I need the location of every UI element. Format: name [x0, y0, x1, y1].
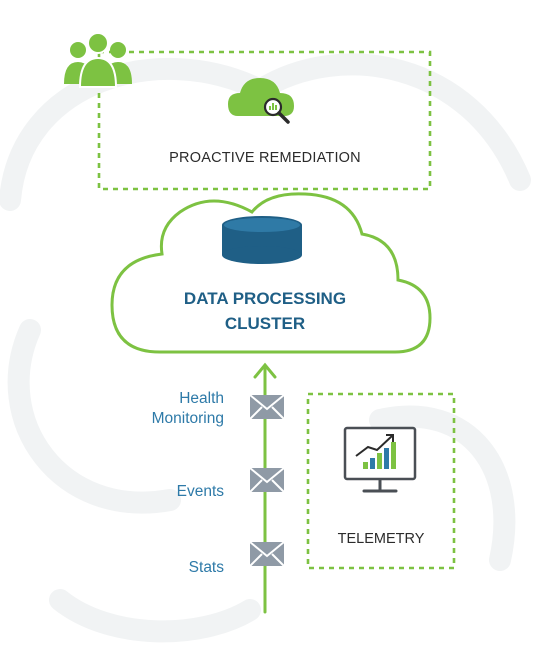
cluster-label: DATA PROCESSING CLUSTER [170, 286, 360, 336]
cluster-label-line1: DATA PROCESSING [183, 289, 347, 308]
remediation-box [97, 50, 432, 191]
cluster-cloud [110, 192, 432, 354]
users-icon [64, 32, 132, 88]
cloud-search-icon [228, 78, 294, 124]
envelope-icon [249, 394, 285, 420]
envelope-icon [249, 467, 285, 493]
monitor-chart-icon [343, 426, 417, 493]
telemetry-box [306, 392, 456, 570]
envelope-icon [249, 541, 285, 567]
health-label-line2: Monitoring [151, 410, 224, 427]
cluster-label-line2: CLUSTER [224, 314, 306, 333]
health-label-line1: Health [179, 390, 224, 407]
stats-label: Stats [188, 559, 224, 576]
telemetry-label: TELEMETRY [337, 531, 425, 547]
events-label: Events [176, 483, 224, 500]
health-monitoring-label: Health Monitoring [104, 389, 224, 429]
database-icon [222, 216, 302, 264]
remediation-label: PROACTIVE REMEDIATION [169, 150, 361, 166]
